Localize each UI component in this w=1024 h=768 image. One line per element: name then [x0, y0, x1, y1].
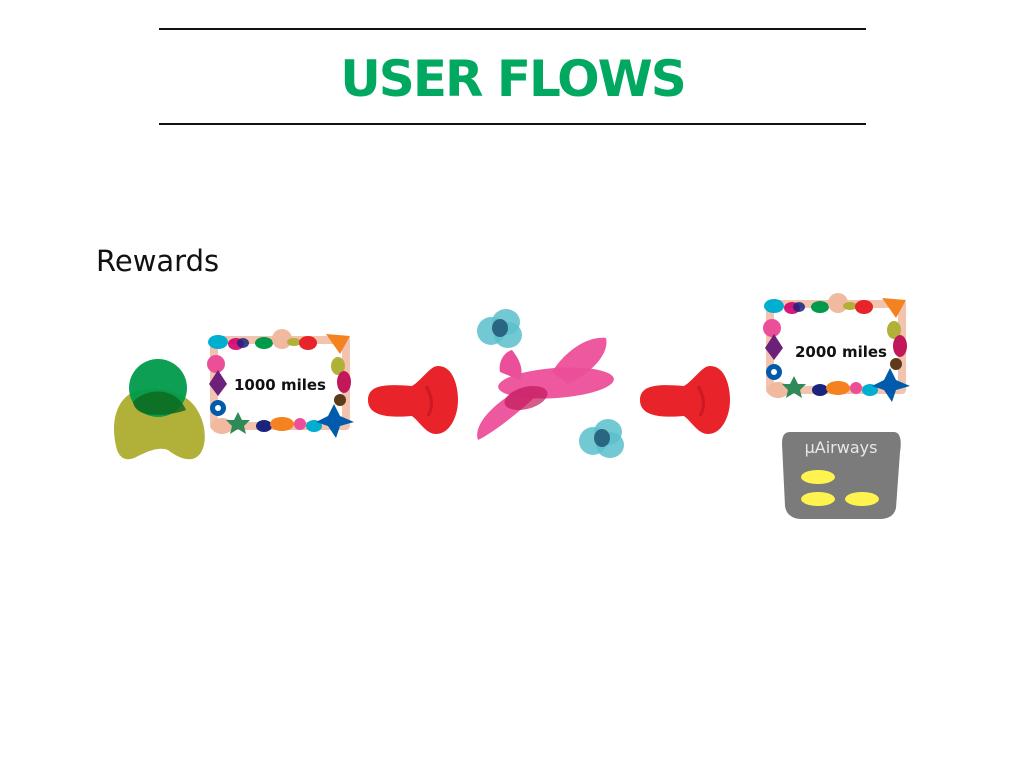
arrow-right-icon: [638, 364, 732, 436]
miles-start-label: 1000 miles: [234, 376, 326, 394]
cloud-icon: [477, 309, 522, 348]
cloud-icon: [579, 419, 624, 458]
card-chip: [801, 492, 835, 506]
header-top-rule: [159, 28, 866, 30]
miles-frame-end: 2000 miles: [763, 293, 910, 402]
user-icon: [114, 359, 205, 460]
miles-frame-start: 1000 miles: [207, 329, 354, 438]
airplane-icon: [477, 337, 614, 440]
section-title: Rewards: [96, 244, 220, 278]
card-chip: [801, 470, 835, 484]
page-title: USER FLOWS: [340, 50, 687, 108]
arrow-right-icon: [366, 364, 460, 436]
miles-end-label: 2000 miles: [795, 343, 887, 361]
header-bottom-rule: [159, 123, 866, 125]
card-brand-label: µAirways: [805, 438, 878, 457]
loyalty-card-icon: µAirways: [782, 432, 901, 519]
card-chip: [845, 492, 879, 506]
